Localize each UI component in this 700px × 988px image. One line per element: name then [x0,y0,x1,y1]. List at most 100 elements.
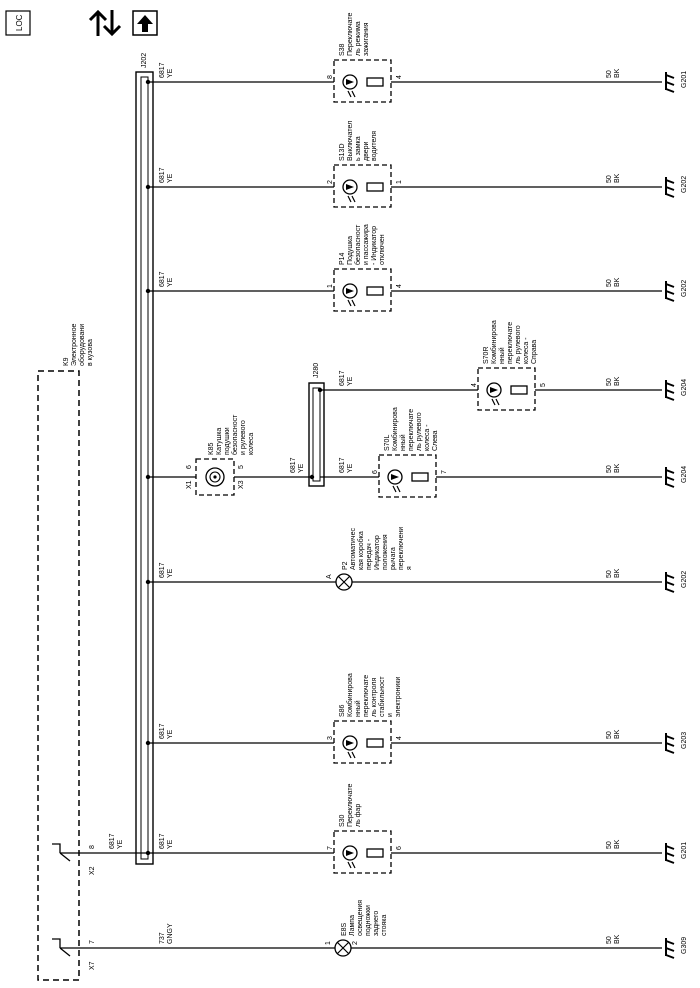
connector-fork-icon [52,938,61,948]
pin-in: 1 [325,941,332,945]
wire-in-number: 6817 [159,833,166,849]
wire-out-number: 50 [606,175,613,183]
ground-tick [665,476,675,481]
device-desc-line: Выключател [347,121,354,161]
k85-pin-right-line: 5 [238,465,245,469]
device-desc-line: и [387,713,394,717]
connector-x2: 8X2 [52,843,96,875]
device-desc-line: колеса - [424,424,431,451]
ground-symbol: G201 [665,71,688,93]
device-desc-line: ль рулевого [416,412,423,451]
wire-in-color: GNGY [167,923,174,944]
wire-in-color-line: YE [167,173,174,183]
wire-out-color-line: BK [614,376,621,386]
device-desc-line: Переключате [347,12,354,56]
connector-leg [59,852,71,862]
module-k9-ref-line: K9 [63,357,70,366]
switch-resistor-icon [366,286,384,296]
ground-tick [665,88,675,93]
pin-in-line: 2 [327,180,334,184]
ground-label: G309 [681,937,688,954]
ground-tick [665,382,675,387]
device-ref: S38 [339,43,346,56]
switch-emit-arrows [347,195,356,203]
ground-tick [665,742,675,747]
k85-wire-number: 6817 [290,457,297,473]
connector-ref: X2 [89,866,96,875]
device-desc-line: стабильност [378,676,386,717]
connector-j280-label-line: J280 [313,363,320,378]
device-ref: S13D [339,143,346,161]
k85-pin-left: 6 [186,465,193,469]
wire-in-number-line: 6817 [159,167,166,183]
switch-resistor-icon [411,472,429,482]
ground-tick [665,74,675,79]
device-desc-line: Индикатор [374,535,381,570]
splice-bar-j280-inner [312,387,321,482]
ground-label: G204 [681,466,688,483]
device-desc-line: Лампа [349,915,356,936]
pin-in: 7 [327,846,334,850]
device-ref-line: E8S [341,922,348,936]
ground-label-line: G309 [681,937,688,954]
j280-top-dot [317,387,323,393]
k85-coil-inner [209,471,221,483]
pin-out-line: 6 [396,846,403,850]
wire-in-color-line: YE [167,68,174,78]
wire-in-number-line: 6817 [159,562,166,578]
k85-pin-left-line: 6 [186,465,193,469]
wire-in-color: YE [167,568,174,578]
ground-tick [665,483,675,488]
device-ref: E8S [341,922,348,936]
lamp-cross [338,576,350,588]
ground-tick [665,954,675,959]
device-desc-line: переключате [507,322,514,364]
ground-label-line: G203 [681,732,688,749]
wire-in-color: YE [167,173,174,183]
pin-in-line: 1 [325,941,332,945]
pin-in-line: 8 [327,75,334,79]
pin-out-line: 7 [441,470,448,474]
ground-tick [665,297,675,302]
wire-in-number-line: 6817 [159,62,166,78]
k85-wire-color: YE [298,463,305,473]
device-desc-line: Автоматичес [350,528,357,570]
pin-in: 3 [327,736,334,740]
wire-out-number: 50 [606,731,613,739]
wire-out-color: BK [614,463,621,473]
ground-symbol: G201 [665,842,688,864]
ground-tick [665,735,675,740]
device-ref-line: S30 [339,814,346,827]
ground-tick [665,81,675,86]
ground-label-line: G202 [681,176,688,193]
wire-out-color-line: BK [614,463,621,473]
ground-symbol: G309 [665,937,688,959]
connector-pin-line: 7 [89,940,96,944]
loc-label: LOC [15,14,24,31]
ground-symbol: G202 [665,571,688,593]
wire-out-number: 50 [606,936,613,944]
switch-led-arrow [346,740,354,746]
wire-in-number: 6817 [159,271,166,287]
ground-tick [665,193,675,198]
wire-in-number-line: 6817 [339,457,346,473]
wire-out-number-line: 50 [606,279,613,287]
wire-in-number: 6817 [339,457,346,473]
connector-ref: X7 [89,961,96,970]
module-k9-name-line: оборудовани [78,324,86,366]
device-desc-line: заднего [373,911,380,936]
device-ref: S70L [384,435,391,451]
device-desc-line: водителя [371,131,378,161]
splice-dot [145,740,151,746]
ground-tick [665,574,675,579]
ground-tick [665,283,675,288]
x2-wire-color-line: YE [117,839,124,849]
ground-label-line: G202 [681,280,688,297]
pin-in: 1 [327,284,334,288]
